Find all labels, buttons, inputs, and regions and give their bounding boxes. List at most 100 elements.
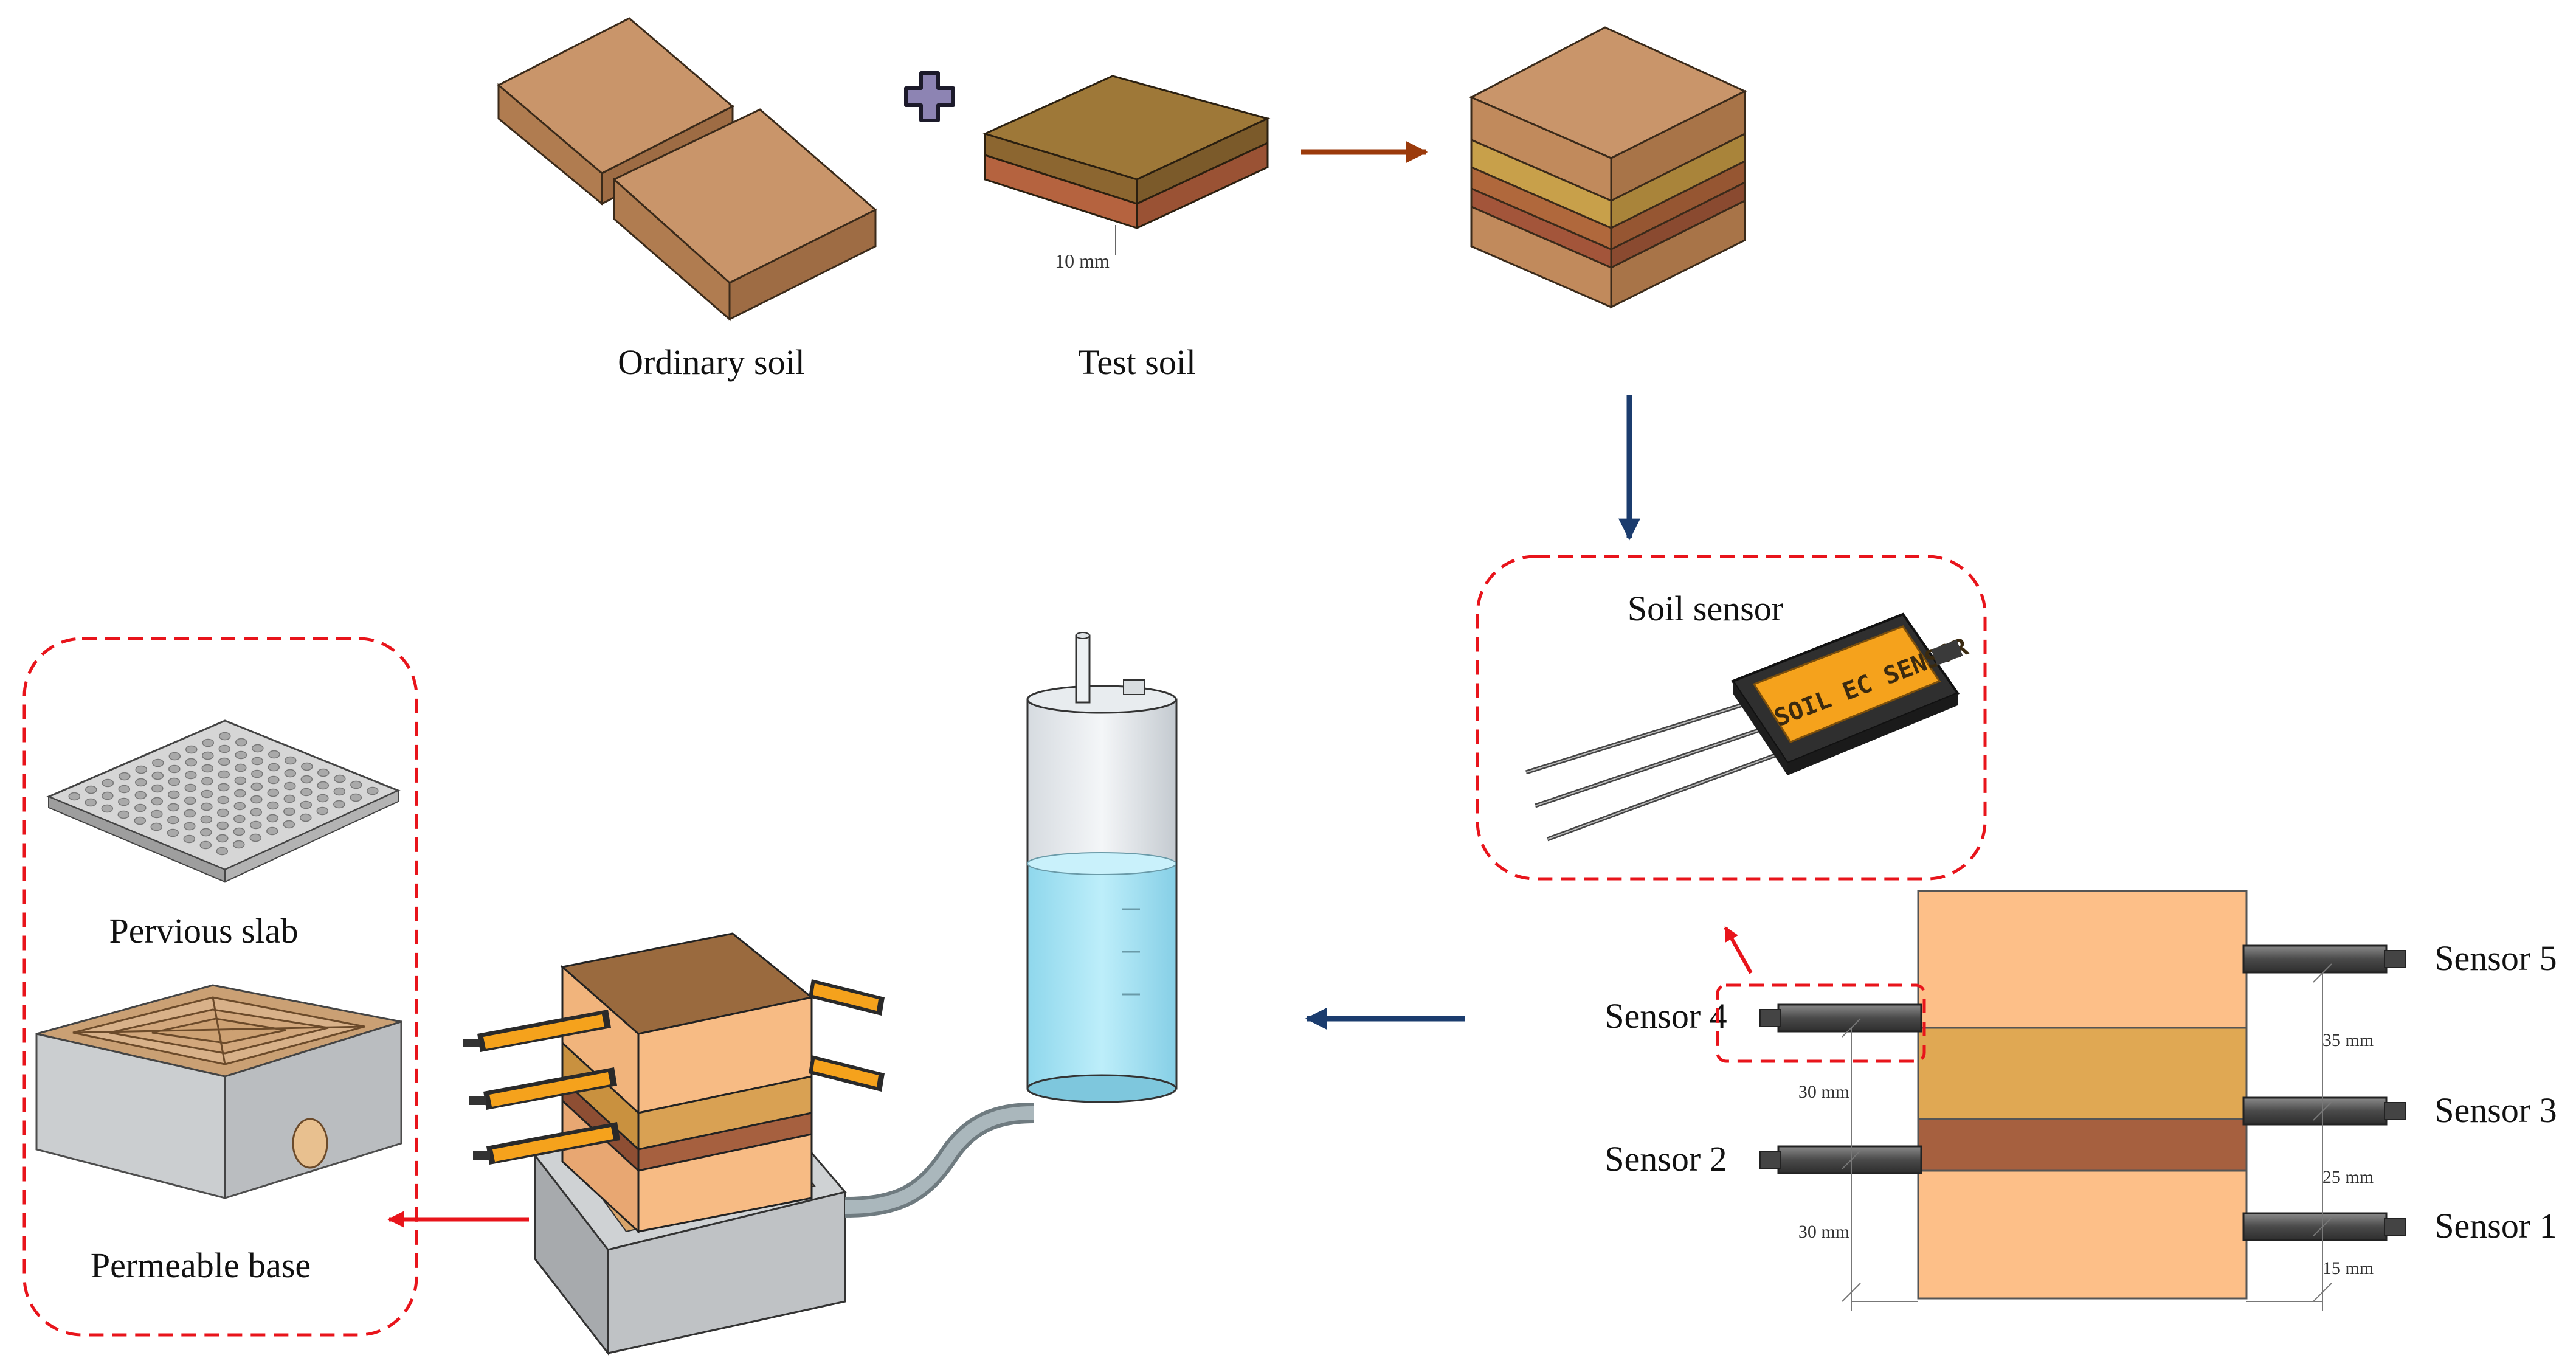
slab-hole [350, 780, 362, 789]
slab-hole [300, 775, 313, 784]
slab-hole [218, 744, 231, 753]
slab-hole [283, 794, 296, 803]
slab-hole [185, 771, 197, 780]
slab-hole [333, 787, 346, 796]
slab-hole [218, 757, 230, 766]
slab-hole [267, 801, 279, 810]
slab-hole [284, 769, 297, 778]
dim-right-bottom: 15 mm [2322, 1258, 2374, 1278]
slab-hole [317, 768, 330, 777]
slab-hole [167, 803, 180, 812]
slab-hole [234, 789, 246, 798]
slab-hole [317, 794, 329, 803]
slab-hole [283, 820, 295, 829]
slab-hole [266, 826, 278, 836]
dim-left-upper: 30 mm [1798, 1082, 1849, 1102]
slab-hole [168, 764, 181, 774]
components-highlight-box [22, 637, 418, 1337]
pervious-slab-label: Pervious slab [109, 911, 299, 951]
slab-hole [184, 809, 196, 818]
plus-icon [904, 71, 955, 122]
slab-hole [317, 781, 330, 790]
slab-hole [283, 807, 295, 816]
slab-hole [135, 765, 148, 774]
soil-sensor-highlight-box [1476, 555, 1987, 881]
slab-hole [185, 745, 198, 754]
slab-hole [151, 784, 164, 793]
permeable-base-label: Permeable base [91, 1245, 311, 1285]
slab-hole [350, 793, 362, 802]
soil-section-view [1917, 890, 2248, 1300]
slab-hole [135, 778, 147, 787]
slab-hole [201, 802, 213, 811]
slab-hole [234, 776, 247, 785]
slab-hole [233, 840, 245, 849]
section-sensor-rods [1759, 944, 2406, 1241]
slab-hole [235, 750, 247, 760]
slab-hole [134, 791, 147, 800]
slab-hole [233, 802, 246, 811]
slab-hole [216, 847, 229, 856]
test-soil-block [982, 75, 1271, 255]
slab-hole [168, 752, 181, 761]
slab-hole [267, 788, 280, 797]
slab-hole [268, 750, 280, 759]
slab-hole [300, 788, 313, 797]
dim-right-middle: 25 mm [2322, 1167, 2374, 1187]
slab-hole [134, 816, 147, 825]
slab-hole [151, 809, 163, 819]
slab-hole [167, 816, 179, 825]
stacked-soil-specimen [1469, 26, 1747, 309]
slab-hole [300, 800, 313, 809]
slab-hole [250, 782, 263, 791]
slab-holes [68, 732, 379, 856]
slab-hole [101, 804, 114, 813]
ordinary-soil-block-large [612, 108, 877, 322]
slab-hole [250, 808, 263, 817]
slab-hole [199, 840, 212, 850]
slab-hole [118, 785, 131, 794]
slab-hole [201, 777, 213, 786]
slab-hole [216, 821, 229, 830]
test-soil-thickness-label: 10 mm [1055, 250, 1110, 272]
slab-hole [217, 808, 229, 817]
soil-ec-sensor: SOIL EC SENSOR [1525, 612, 1972, 842]
slab-hole [268, 763, 280, 772]
slab-hole [117, 810, 130, 819]
sensor-5-label: Sensor 5 [2434, 938, 2557, 978]
slab-hole [152, 758, 164, 767]
slab-hole [102, 778, 114, 788]
slab-hole [219, 732, 231, 741]
slab-hole [250, 795, 263, 804]
apparatus-sensor-left-2 [469, 1067, 617, 1110]
slab-hole [150, 822, 163, 831]
slab-hole [183, 834, 196, 844]
slab-hole [200, 815, 213, 824]
slab-hole [167, 828, 179, 837]
slab-hole [184, 796, 196, 805]
ordinary-soil-blocks [497, 17, 877, 322]
slab-hole [251, 757, 264, 766]
slab-hole [85, 785, 97, 794]
slab-hole [151, 771, 164, 780]
slab-hole [235, 738, 247, 747]
slab-hole [284, 781, 296, 791]
detail-arrow [1724, 926, 1753, 974]
permeable-base [35, 984, 402, 1200]
sensor-4-highlight-box [1716, 983, 1926, 1063]
dim-left-lower: 30 mm [1798, 1222, 1849, 1242]
section-dimension-lines [1842, 963, 2332, 1311]
slab-hole [202, 738, 215, 747]
slab-hole [218, 783, 230, 792]
slab-hole [249, 833, 262, 842]
slab-hole [316, 806, 329, 816]
slab-hole [168, 790, 180, 799]
slab-hole [233, 827, 246, 836]
apparatus-sensor-right-2 [809, 1055, 885, 1092]
slab-hole [184, 822, 196, 831]
slab-hole [134, 803, 147, 812]
slab-hole [185, 758, 198, 767]
slab-hole [201, 789, 213, 799]
slab-hole [235, 763, 247, 772]
